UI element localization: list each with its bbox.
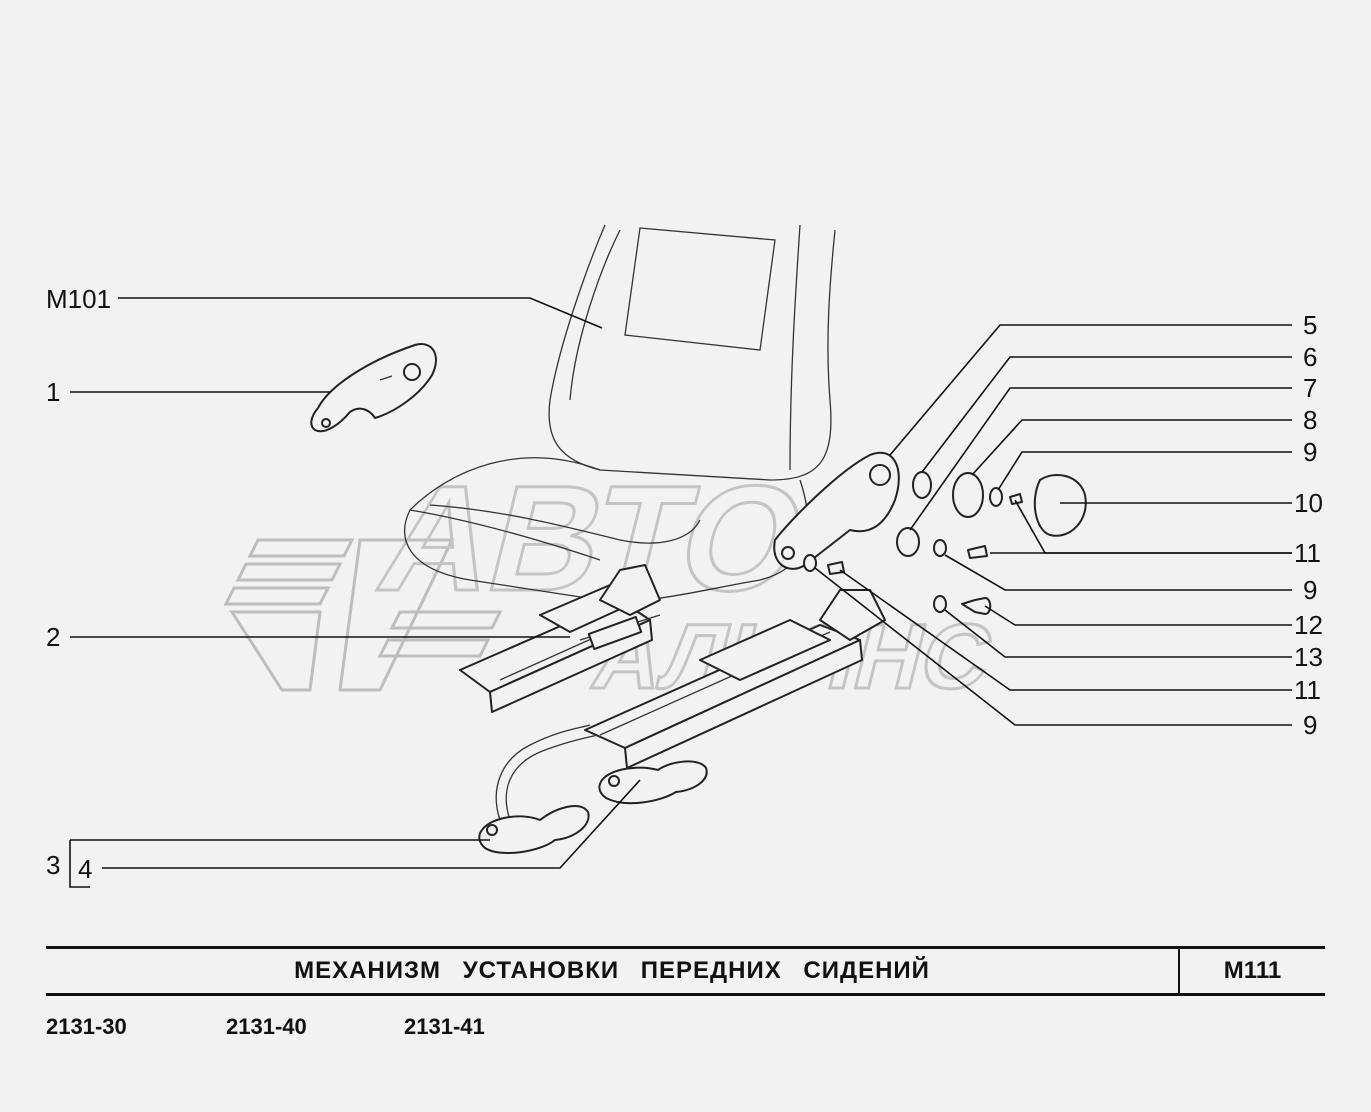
diagram-code: M111 [1223, 957, 1282, 984]
callout-12: 12 [1294, 610, 1323, 640]
callout-7: 7 [1303, 373, 1317, 403]
callout-5: 5 [1303, 310, 1317, 340]
part-8-gear [952, 472, 984, 518]
callout-9a: 9 [1303, 437, 1317, 467]
callout-9b: 9 [1303, 575, 1317, 605]
part-9-washer-a [989, 487, 1003, 507]
callout-11a: 11 [1294, 538, 1321, 568]
part-2-seat-runner-left [459, 564, 661, 713]
callout-10: 10 [1294, 488, 1323, 518]
callout-13: 13 [1294, 642, 1323, 672]
seat-runner-right [584, 589, 886, 769]
seat-outline [403, 224, 836, 602]
title-separator [1178, 949, 1180, 993]
callout-3: 3 [46, 850, 60, 880]
part-3-4-floor-brackets [478, 724, 708, 855]
diagram-title: МЕХАНИЗМ УСТАНОВКИ ПЕРЕДНИХ СИДЕНИЙ [294, 957, 930, 984]
model-code: 2131-40 [226, 1014, 307, 1039]
callout-2: 2 [46, 622, 60, 652]
part-13-washer [933, 595, 947, 613]
callout-9c: 9 [1303, 710, 1317, 740]
model-code: 2131-30 [46, 1014, 127, 1039]
small-parts [803, 471, 1087, 615]
part-11-screw-b [967, 545, 988, 559]
callout-m101: M101 [46, 284, 111, 314]
callout-labels: M101 1 2 3 4 5 6 7 8 9 10 11 9 12 13 11 … [46, 284, 1323, 884]
part-10-knob [1033, 474, 1087, 537]
callout-4: 4 [78, 854, 92, 884]
callout-1: 1 [46, 377, 60, 407]
leader-lines [69, 297, 1292, 888]
callout-11b: 11 [1294, 675, 1321, 705]
model-code: 2131-41 [404, 1014, 485, 1039]
part-5-recliner-plate [773, 451, 900, 570]
callout-6: 6 [1303, 342, 1317, 372]
part-12-bolt [961, 597, 992, 615]
part-9-washer-c [803, 554, 817, 572]
part-11-screw-a [1009, 493, 1023, 505]
part-7-bushing [896, 527, 920, 557]
title-bar: МЕХАНИЗМ УСТАНОВКИ ПЕРЕДНИХ СИДЕНИЙ M111 [46, 946, 1325, 996]
part-1-trim-cover [310, 343, 437, 433]
part-9-washer-b [933, 539, 947, 557]
callout-8: 8 [1303, 405, 1317, 435]
part-11-screw-c [827, 561, 845, 575]
part-6-bushing [912, 471, 932, 499]
